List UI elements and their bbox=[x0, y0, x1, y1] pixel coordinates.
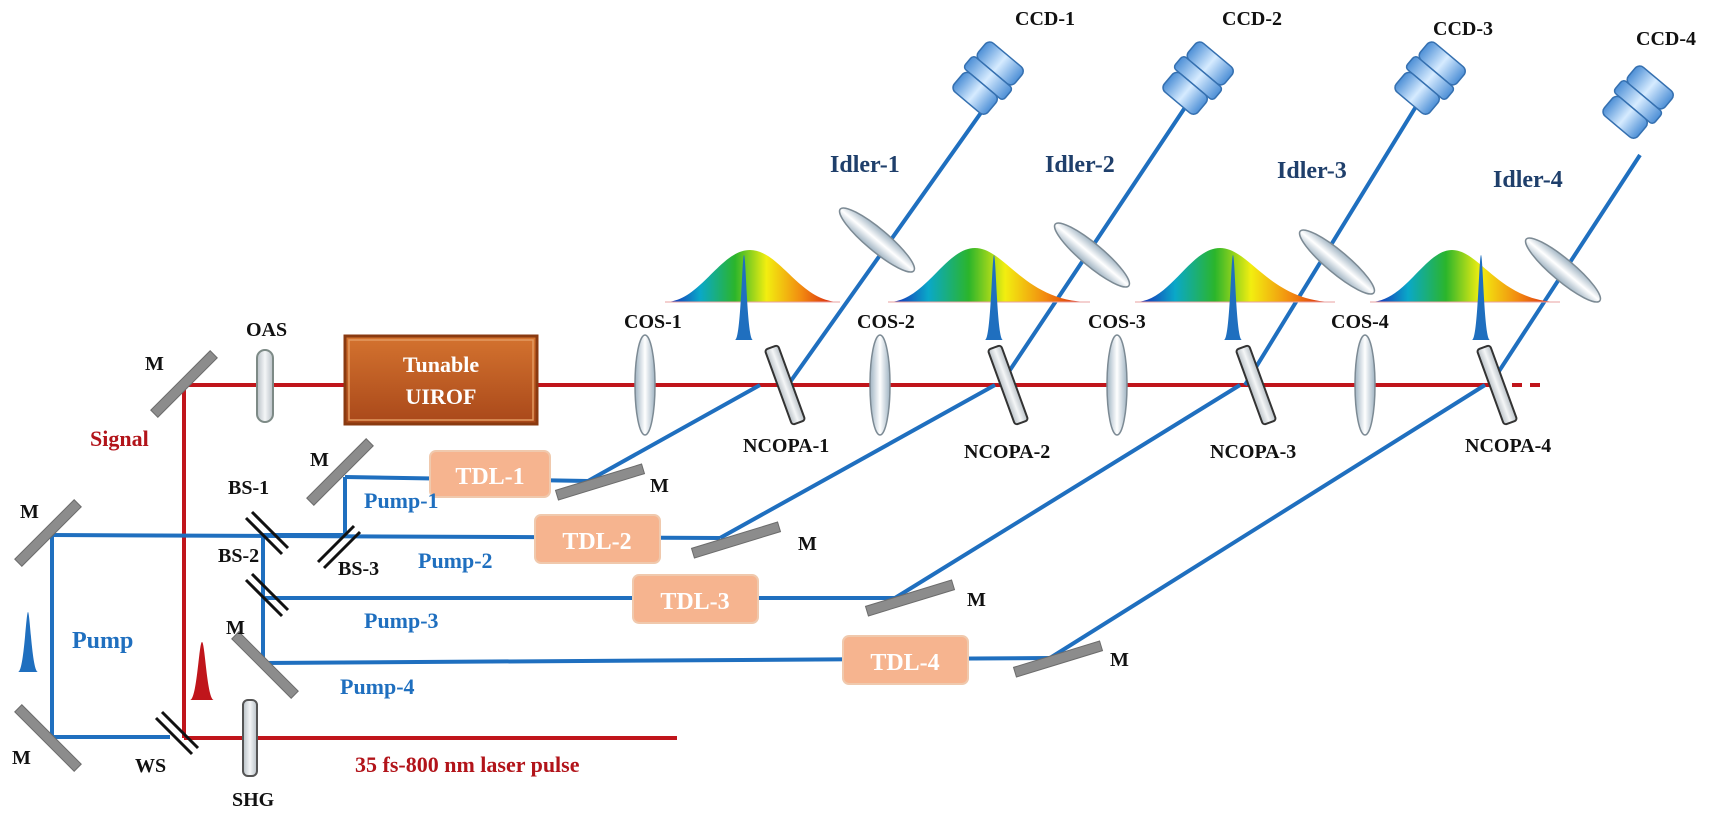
idler-label-3: Idler-3 bbox=[1277, 158, 1347, 184]
ws-label: WS bbox=[135, 755, 166, 777]
signal-pulse-icon bbox=[190, 642, 214, 700]
ncopa-label-3: NCOPA-3 bbox=[1210, 441, 1296, 463]
idler-label-4: Idler-4 bbox=[1493, 167, 1563, 193]
ccd-camera-1-icon bbox=[952, 41, 1024, 115]
bs3-label: BS-3 bbox=[338, 558, 379, 580]
narrow-pulse-3-icon bbox=[1224, 255, 1242, 340]
tdl-box-2: TDL-2 bbox=[534, 514, 661, 564]
narrow-pulse-1-icon bbox=[735, 255, 753, 340]
spectrum-4 bbox=[1370, 250, 1560, 303]
beam-splitter-bs2 bbox=[244, 572, 290, 618]
ncopa-crystal-2 bbox=[987, 344, 1029, 426]
cos-label-2: COS-2 bbox=[857, 311, 915, 333]
mirror-pump4 bbox=[231, 631, 299, 699]
idler-label-2: Idler-2 bbox=[1045, 152, 1115, 178]
narrow-pulse-2-icon bbox=[985, 255, 1003, 340]
cos-lens-4 bbox=[1354, 334, 1376, 436]
ncopa-label-2: NCOPA-2 bbox=[964, 441, 1050, 463]
ncopa-label-1: NCOPA-1 bbox=[743, 435, 829, 457]
idler-lens-1 bbox=[838, 207, 916, 273]
mirror-label: M bbox=[798, 533, 817, 555]
mirror-tdl1 bbox=[554, 463, 646, 501]
tdl-label-1: TDL-1 bbox=[455, 464, 524, 490]
pump-label-2: Pump-2 bbox=[418, 548, 493, 573]
pump-label-3: Pump-3 bbox=[364, 608, 439, 633]
tunable-uirof-box: Tunable UIROF bbox=[343, 334, 539, 426]
idler-lens-2 bbox=[1053, 222, 1131, 288]
mirror-tdl2 bbox=[690, 521, 782, 559]
idler-lens-4 bbox=[1524, 237, 1602, 303]
ccd-camera-4-icon bbox=[1602, 65, 1674, 139]
tdl-label-3: TDL-3 bbox=[660, 589, 729, 615]
laser-pulse-label: 35 fs-800 nm laser pulse bbox=[355, 752, 580, 777]
mirror-label: M bbox=[967, 589, 986, 611]
ncopa-crystal-3 bbox=[1235, 344, 1277, 426]
narrow-pulse-4-icon bbox=[1472, 255, 1490, 340]
tdl-box-3: TDL-3 bbox=[632, 574, 759, 624]
cos-label-4: COS-4 bbox=[1331, 311, 1389, 333]
wavelength-separator-ws bbox=[154, 710, 200, 756]
mirror-label: M bbox=[226, 617, 245, 639]
idler-beams bbox=[786, 98, 1642, 387]
ccd-camera-3-icon bbox=[1394, 41, 1466, 115]
shg-crystal bbox=[242, 699, 258, 777]
spectrum-2 bbox=[888, 248, 1090, 303]
idler-lens-3 bbox=[1298, 229, 1376, 295]
mirror-label: M bbox=[12, 747, 31, 769]
mirror-pump-left-bottom bbox=[14, 704, 82, 772]
ccd-label-3: CCD-3 bbox=[1433, 18, 1493, 40]
mirror-label: M bbox=[650, 475, 669, 497]
shg-label: SHG bbox=[232, 789, 275, 811]
idler-label-1: Idler-1 bbox=[830, 152, 900, 178]
tdl-box-1: TDL-1 bbox=[429, 450, 551, 498]
bs2-label: BS-2 bbox=[218, 545, 259, 567]
mirror-label: M bbox=[20, 501, 39, 523]
mirror-tdl3 bbox=[864, 579, 956, 617]
pump-pulse-icon bbox=[18, 612, 38, 672]
spectrum-1 bbox=[665, 250, 840, 303]
beam-splitter-bs3 bbox=[316, 524, 362, 570]
ncopa-crystal-1 bbox=[764, 344, 806, 426]
cos-lens-1 bbox=[634, 334, 656, 436]
signal-label: Signal bbox=[90, 426, 149, 451]
pump-label-1: Pump-1 bbox=[364, 488, 439, 513]
mirror-tdl4 bbox=[1012, 640, 1104, 678]
mirror-pump1 bbox=[306, 438, 374, 506]
uirof-label-line1: Tunable bbox=[403, 352, 479, 377]
ccd-camera-2-icon bbox=[1162, 41, 1234, 115]
oas-element bbox=[256, 349, 274, 423]
pump-label-4: Pump-4 bbox=[340, 674, 415, 699]
pump-label: Pump bbox=[72, 628, 133, 654]
mirror-label: M bbox=[145, 353, 164, 375]
ncopa-label-4: NCOPA-4 bbox=[1465, 435, 1551, 457]
tdl-label-4: TDL-4 bbox=[870, 650, 939, 676]
tdl-label-2: TDL-2 bbox=[562, 529, 631, 555]
beam-splitter-bs1 bbox=[244, 510, 290, 556]
mirror-label: M bbox=[310, 449, 329, 471]
cos-label-1: COS-1 bbox=[624, 311, 682, 333]
ccd-label-4: CCD-4 bbox=[1636, 28, 1696, 50]
bs1-label: BS-1 bbox=[228, 477, 269, 499]
mirror-pump-left-top bbox=[14, 499, 82, 567]
cos-lens-3 bbox=[1106, 334, 1128, 436]
mirror-label: M bbox=[1110, 649, 1129, 671]
ccd-label-1: CCD-1 bbox=[1015, 8, 1075, 30]
mirror-signal-top bbox=[150, 350, 218, 418]
oas-label: OAS bbox=[246, 319, 287, 341]
ccd-label-2: CCD-2 bbox=[1222, 8, 1282, 30]
cos-label-3: COS-3 bbox=[1088, 311, 1146, 333]
ncopa-crystal-4 bbox=[1476, 344, 1518, 426]
cos-lens-2 bbox=[869, 334, 891, 436]
uirof-label-line2: UIROF bbox=[406, 384, 477, 409]
tdl-box-4: TDL-4 bbox=[842, 635, 969, 685]
